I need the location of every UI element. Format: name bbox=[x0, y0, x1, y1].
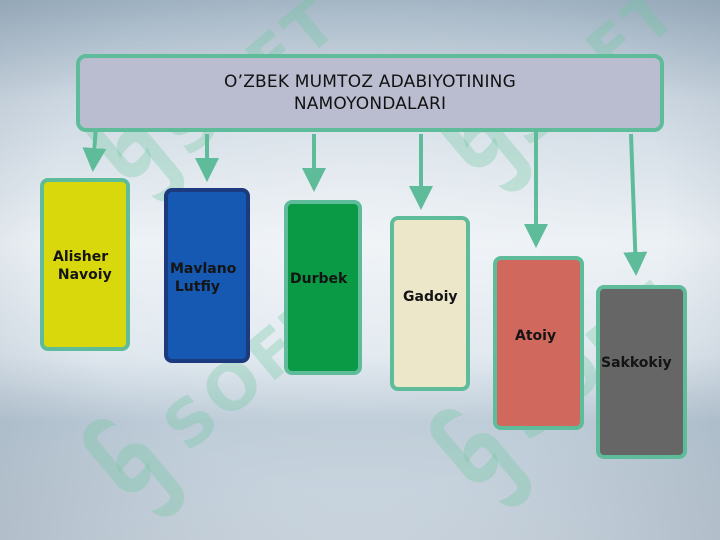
arrow-alisher-navoiy bbox=[82, 125, 107, 172]
card-label-sakkokiy: Sakkokiy bbox=[601, 355, 672, 371]
card-label-mavlano-lutfiy: Mavlano Lutfiy bbox=[170, 261, 237, 295]
card-sakkokiy bbox=[596, 285, 687, 459]
card-gadoiy bbox=[390, 216, 470, 391]
arrow-sakkokiy bbox=[623, 133, 648, 276]
title-box: O’ZBEK MUMTOZ ADABIYOTINING NAMOYONDALAR… bbox=[76, 54, 664, 132]
diagram-title: O’ZBEK MUMTOZ ADABIYOTINING NAMOYONDALAR… bbox=[224, 72, 516, 114]
card-durbek bbox=[284, 200, 362, 375]
card-label-atoiy: Atoiy bbox=[515, 328, 557, 344]
card-label-alisher-navoiy: Alisher Navoiy bbox=[53, 249, 112, 283]
card-atoiy bbox=[493, 256, 584, 430]
card-alisher-navoiy bbox=[40, 178, 130, 351]
card-label-durbek: Durbek bbox=[290, 271, 348, 287]
card-mavlano-lutfiy bbox=[164, 188, 250, 363]
card-label-gadoiy: Gadoiy bbox=[403, 289, 458, 305]
